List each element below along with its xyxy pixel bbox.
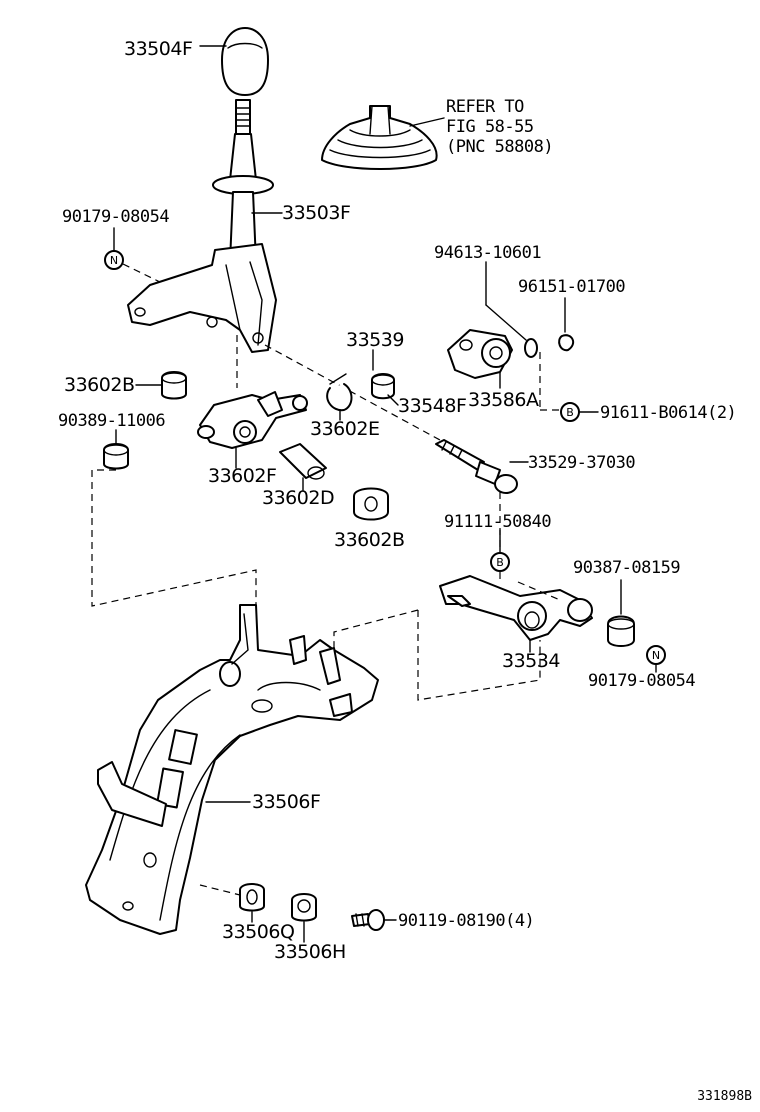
label-90179-b: 90179-08054 — [588, 671, 695, 691]
label-91611: 91611-B0614(2) — [600, 403, 736, 423]
label-33548F: 33548F — [398, 395, 466, 417]
label-90389: 90389-11006 — [58, 411, 165, 431]
shift-lever — [127, 99, 277, 353]
label-33602B-a: 33602B — [64, 374, 134, 396]
label-90387: 90387-08159 — [573, 558, 680, 578]
label-refer-2: FIG 58-55 — [446, 117, 534, 137]
b-badge-1-text: B — [566, 406, 574, 419]
label-33586A: 33586A — [468, 389, 539, 411]
bush-33506Q — [239, 883, 265, 912]
clip-96151 — [558, 334, 575, 352]
n-badge-1-text: N — [110, 254, 118, 267]
b-badge-2 — [490, 552, 510, 572]
shift-boot — [321, 105, 438, 170]
shift-link-assembly — [197, 391, 308, 449]
pivot-block-33586A — [447, 329, 513, 379]
label-33602E: 33602E — [310, 418, 379, 440]
bolt-90119 — [351, 909, 385, 931]
shift-knob — [221, 27, 269, 96]
b-badge-2-text: B — [496, 556, 504, 569]
label-33506H: 33506H — [274, 941, 346, 963]
label-refer-1: REFER TO — [446, 97, 524, 117]
pin-33602D — [279, 443, 327, 479]
label-33539: 33539 — [346, 329, 404, 351]
label-90119: 90119-08190(4) — [398, 911, 534, 931]
label-33506F: 33506F — [252, 791, 320, 813]
label-33504F: 33504F — [124, 38, 192, 60]
bush-33539 — [371, 373, 395, 400]
bush-33602B-1 — [161, 371, 187, 400]
label-33534: 33534 — [502, 650, 560, 672]
bush-33602B-2 — [353, 487, 389, 521]
label-33602B-b: 33602B — [334, 529, 404, 551]
label-96151: 96151-01700 — [518, 277, 625, 297]
label-33602D: 33602D — [262, 487, 334, 509]
label-33529: 33529-37030 — [528, 453, 635, 473]
label-refer-3: (PNC 58808) — [446, 137, 553, 157]
label-90179-a: 90179-08054 — [62, 207, 169, 227]
label-33506Q: 33506Q — [222, 921, 294, 943]
label-33602F: 33602F — [208, 465, 276, 487]
n-badge-2-text: N — [652, 649, 660, 662]
shift-arm-33534 — [439, 575, 593, 641]
b-badge-1 — [560, 402, 580, 422]
bolt-33529 — [435, 439, 518, 494]
washer-94613 — [524, 338, 538, 358]
bush-90389 — [103, 443, 129, 470]
bracket-33506F — [85, 604, 379, 935]
label-33503F: 33503F — [282, 202, 350, 224]
label-94613: 94613-10601 — [434, 243, 541, 263]
label-91111: 91111-50840 — [444, 512, 551, 532]
clip-33602E — [326, 383, 353, 412]
bush-90387 — [607, 615, 635, 647]
figure-number: 331898B — [697, 1089, 752, 1104]
bush-33506H — [291, 893, 317, 922]
